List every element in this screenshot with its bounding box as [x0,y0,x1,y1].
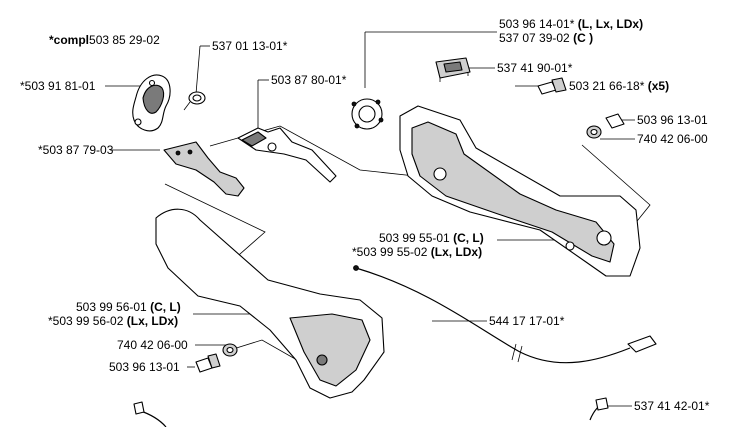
grip-b-variant: (Lx, LDx) [126,314,179,328]
grip-part [155,208,385,399]
kit-prefix: *compl [49,33,90,47]
housing-label-b: 537 07 39-02 (C ) [499,31,593,45]
grip-label-a: 503 99 56-01 (C, L) [76,300,181,314]
housing-part [399,105,641,277]
spring-label: 537 01 13-01* [212,39,288,53]
handle-b-variant: (Lx, LDx) [430,245,483,259]
handle-label-a: 503 99 55-01 (C, L) [379,231,484,245]
clamp-part [132,74,171,132]
housing-a-variant: (L, Lx, LDx) [577,17,644,31]
grip-label-b: *503 99 56-02 (Lx, LDx) [48,314,178,328]
clip-part [133,397,609,427]
kit-label: *compl503 85 29-02 [49,33,160,47]
cable-label: 544 17 17-01* [489,314,565,328]
screw-right-part [537,77,567,95]
lever-part [237,127,337,183]
handle-a-number: 503 99 55-01 [379,231,450,245]
screw2-label: 503 96 13-01 [637,113,708,127]
screw-number: 503 21 66-18* [569,79,645,93]
trigger-label: *503 87 79-03 [38,143,114,157]
kit-number: 503 85 29-02 [89,33,160,47]
screw-label: 503 21 66-18* (x5) [569,79,669,93]
housing-a-number: 503 96 14-01* [499,17,575,31]
handle-b-number: *503 99 55-02 [352,245,428,259]
ring-part [351,98,384,130]
washer-label: 740 42 06-00 [637,132,708,146]
grip-b-number: *503 99 56-02 [48,314,124,328]
trigger-part [163,141,245,197]
screw-left-part [195,353,221,373]
cable-part [353,265,657,364]
lever-label: 503 87 80-01* [271,73,347,87]
switch-part [435,57,471,82]
switch-label: 537 41 90-01* [497,61,573,75]
housing-b-variant: (C ) [573,31,594,45]
housing-b-number: 537 07 39-02 [499,31,570,45]
washer-left-label: 740 42 06-00 [117,338,188,352]
screw2-part [586,113,625,139]
screw-left-label: 503 96 13-01 [109,360,180,374]
leader-spring-down [195,45,201,95]
screw-quantity: (x5) [647,79,670,93]
clip-label: 537 41 42-01* [634,399,710,413]
handle-a-variant: (C, L) [453,231,484,245]
housing-label-a: 503 96 14-01* (L, Lx, LDx) [499,17,643,31]
clamp-label: *503 91 81-01 [20,79,96,93]
handle-label-b: *503 99 55-02 (Lx, LDx) [352,245,482,259]
grip-a-number: 503 99 56-01 [76,300,147,314]
washer-left-part [222,343,238,357]
grip-a-variant: (C, L) [150,300,181,314]
spring-part [183,91,206,111]
